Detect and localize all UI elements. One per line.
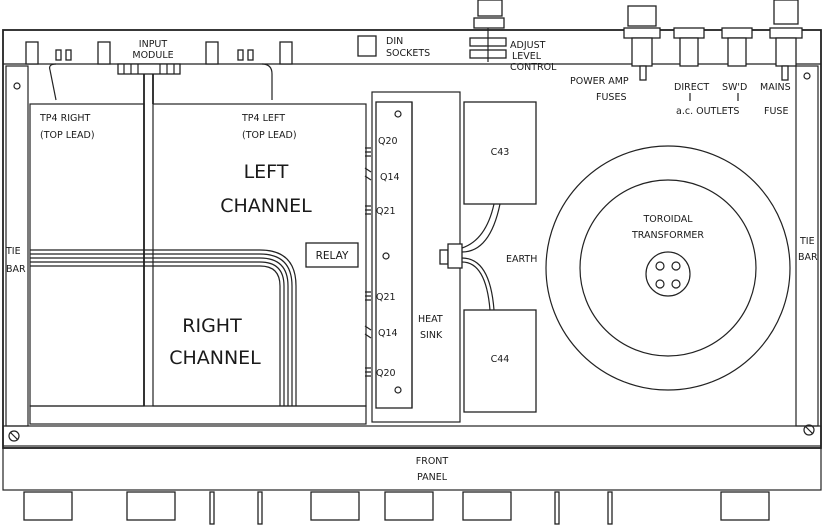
power-amp-fuses-label-1: POWER AMP (570, 76, 629, 87)
toroidal-label-2: TRANSFORMER (631, 230, 704, 241)
relay (305, 242, 359, 268)
switch-2 (257, 491, 263, 525)
knob-4 (384, 491, 434, 521)
heat-sink-plate (375, 101, 413, 409)
toroidal-transformer (545, 145, 791, 391)
transistor-pins (364, 147, 372, 377)
input-module (25, 41, 293, 101)
tp4-right-label-1: TP4 RIGHT (39, 113, 91, 124)
adjust-label-2: LEVEL (512, 51, 542, 62)
heat-sink-label-1: HEAT (418, 314, 443, 325)
right-channel-board (29, 103, 145, 407)
capacitor-c44 (463, 309, 537, 413)
front-panel-label-1: FRONT (416, 456, 449, 467)
transformer-inner (579, 179, 757, 357)
knob-5 (462, 491, 512, 521)
screw-icon (803, 424, 815, 436)
right-channel-label-2: CHANNEL (169, 347, 261, 369)
input-module-label-2: MODULE (132, 50, 173, 61)
board-base (29, 405, 367, 425)
front-rail (2, 425, 822, 447)
c43-label: C43 (491, 147, 510, 158)
power-amp-fuses-label-2: FUSES (596, 92, 626, 103)
switch-4 (607, 491, 613, 525)
screw-icon (803, 72, 811, 80)
din-sockets-label-1: DIN (386, 36, 403, 47)
din-sockets-label-2: SOCKETS (386, 48, 430, 59)
mains-fuse-label-1: MAINS (760, 82, 791, 93)
tie-bar-right-label-2: BAR (798, 252, 818, 263)
adjust-level-control (469, 0, 507, 62)
left-channel-label-1: LEFT (244, 161, 289, 183)
mains-fuse (769, 0, 803, 81)
tie-bar-right-label-1: TIE (799, 236, 815, 247)
direct-label: DIRECT (674, 82, 709, 93)
adjust-label-3: CONTROL (510, 62, 557, 73)
q21-top-label: Q21 (376, 206, 396, 217)
ac-outlets (673, 27, 753, 67)
input-module-label-1: INPUT (139, 39, 168, 50)
q20-bottom-label: Q20 (376, 368, 396, 379)
capacitor-c43 (463, 101, 537, 205)
knob-6 (720, 491, 770, 521)
screw-icon (8, 430, 20, 442)
earth-label: EARTH (506, 254, 537, 265)
right-channel-label-1: RIGHT (182, 315, 242, 337)
transformer-outer (545, 145, 791, 391)
front-panel-label-2: PANEL (417, 472, 448, 483)
q21-bottom-label: Q21 (376, 292, 396, 303)
q14-bottom-label: Q14 (378, 328, 398, 339)
knob-2 (126, 491, 176, 521)
q14-top-label: Q14 (380, 172, 400, 183)
tie-bar-left-label-2: BAR (6, 264, 26, 275)
mains-fuse-label-2: FUSE (764, 106, 788, 117)
ribbon-cable (30, 249, 297, 406)
switch-3 (554, 491, 560, 525)
front-panel (2, 447, 822, 491)
left-channel-label-2: CHANNEL (220, 195, 312, 217)
tp4-left-label-1: TP4 LEFT (241, 113, 285, 124)
adjust-label-1: ADJUST (510, 40, 546, 51)
toroidal-label-1: TOROIDAL (642, 214, 693, 225)
relay-screw-icon (382, 252, 390, 260)
c44-label: C44 (491, 354, 510, 365)
q20-top-label: Q20 (378, 136, 398, 147)
earth-connection (439, 203, 501, 311)
transformer-hub (645, 251, 691, 297)
tie-bar-left-label-1: TIE (5, 246, 21, 257)
screw-icon (13, 82, 21, 90)
power-amp-fuses (623, 5, 661, 81)
knob-3 (310, 491, 360, 521)
knob-1 (23, 491, 73, 521)
relay-label: RELAY (316, 250, 349, 262)
front-knobs (23, 491, 770, 525)
switch-1 (209, 491, 215, 525)
ac-outlets-label: a.c. OUTLETS (676, 106, 739, 117)
din-sockets (357, 35, 377, 57)
swd-label: SW'D (722, 82, 747, 93)
tp4-left-label-2: (TOP LEAD) (242, 130, 297, 141)
tp4-right-label-2: (TOP LEAD) (40, 130, 95, 141)
heat-sink-label-2: SINK (420, 330, 443, 341)
